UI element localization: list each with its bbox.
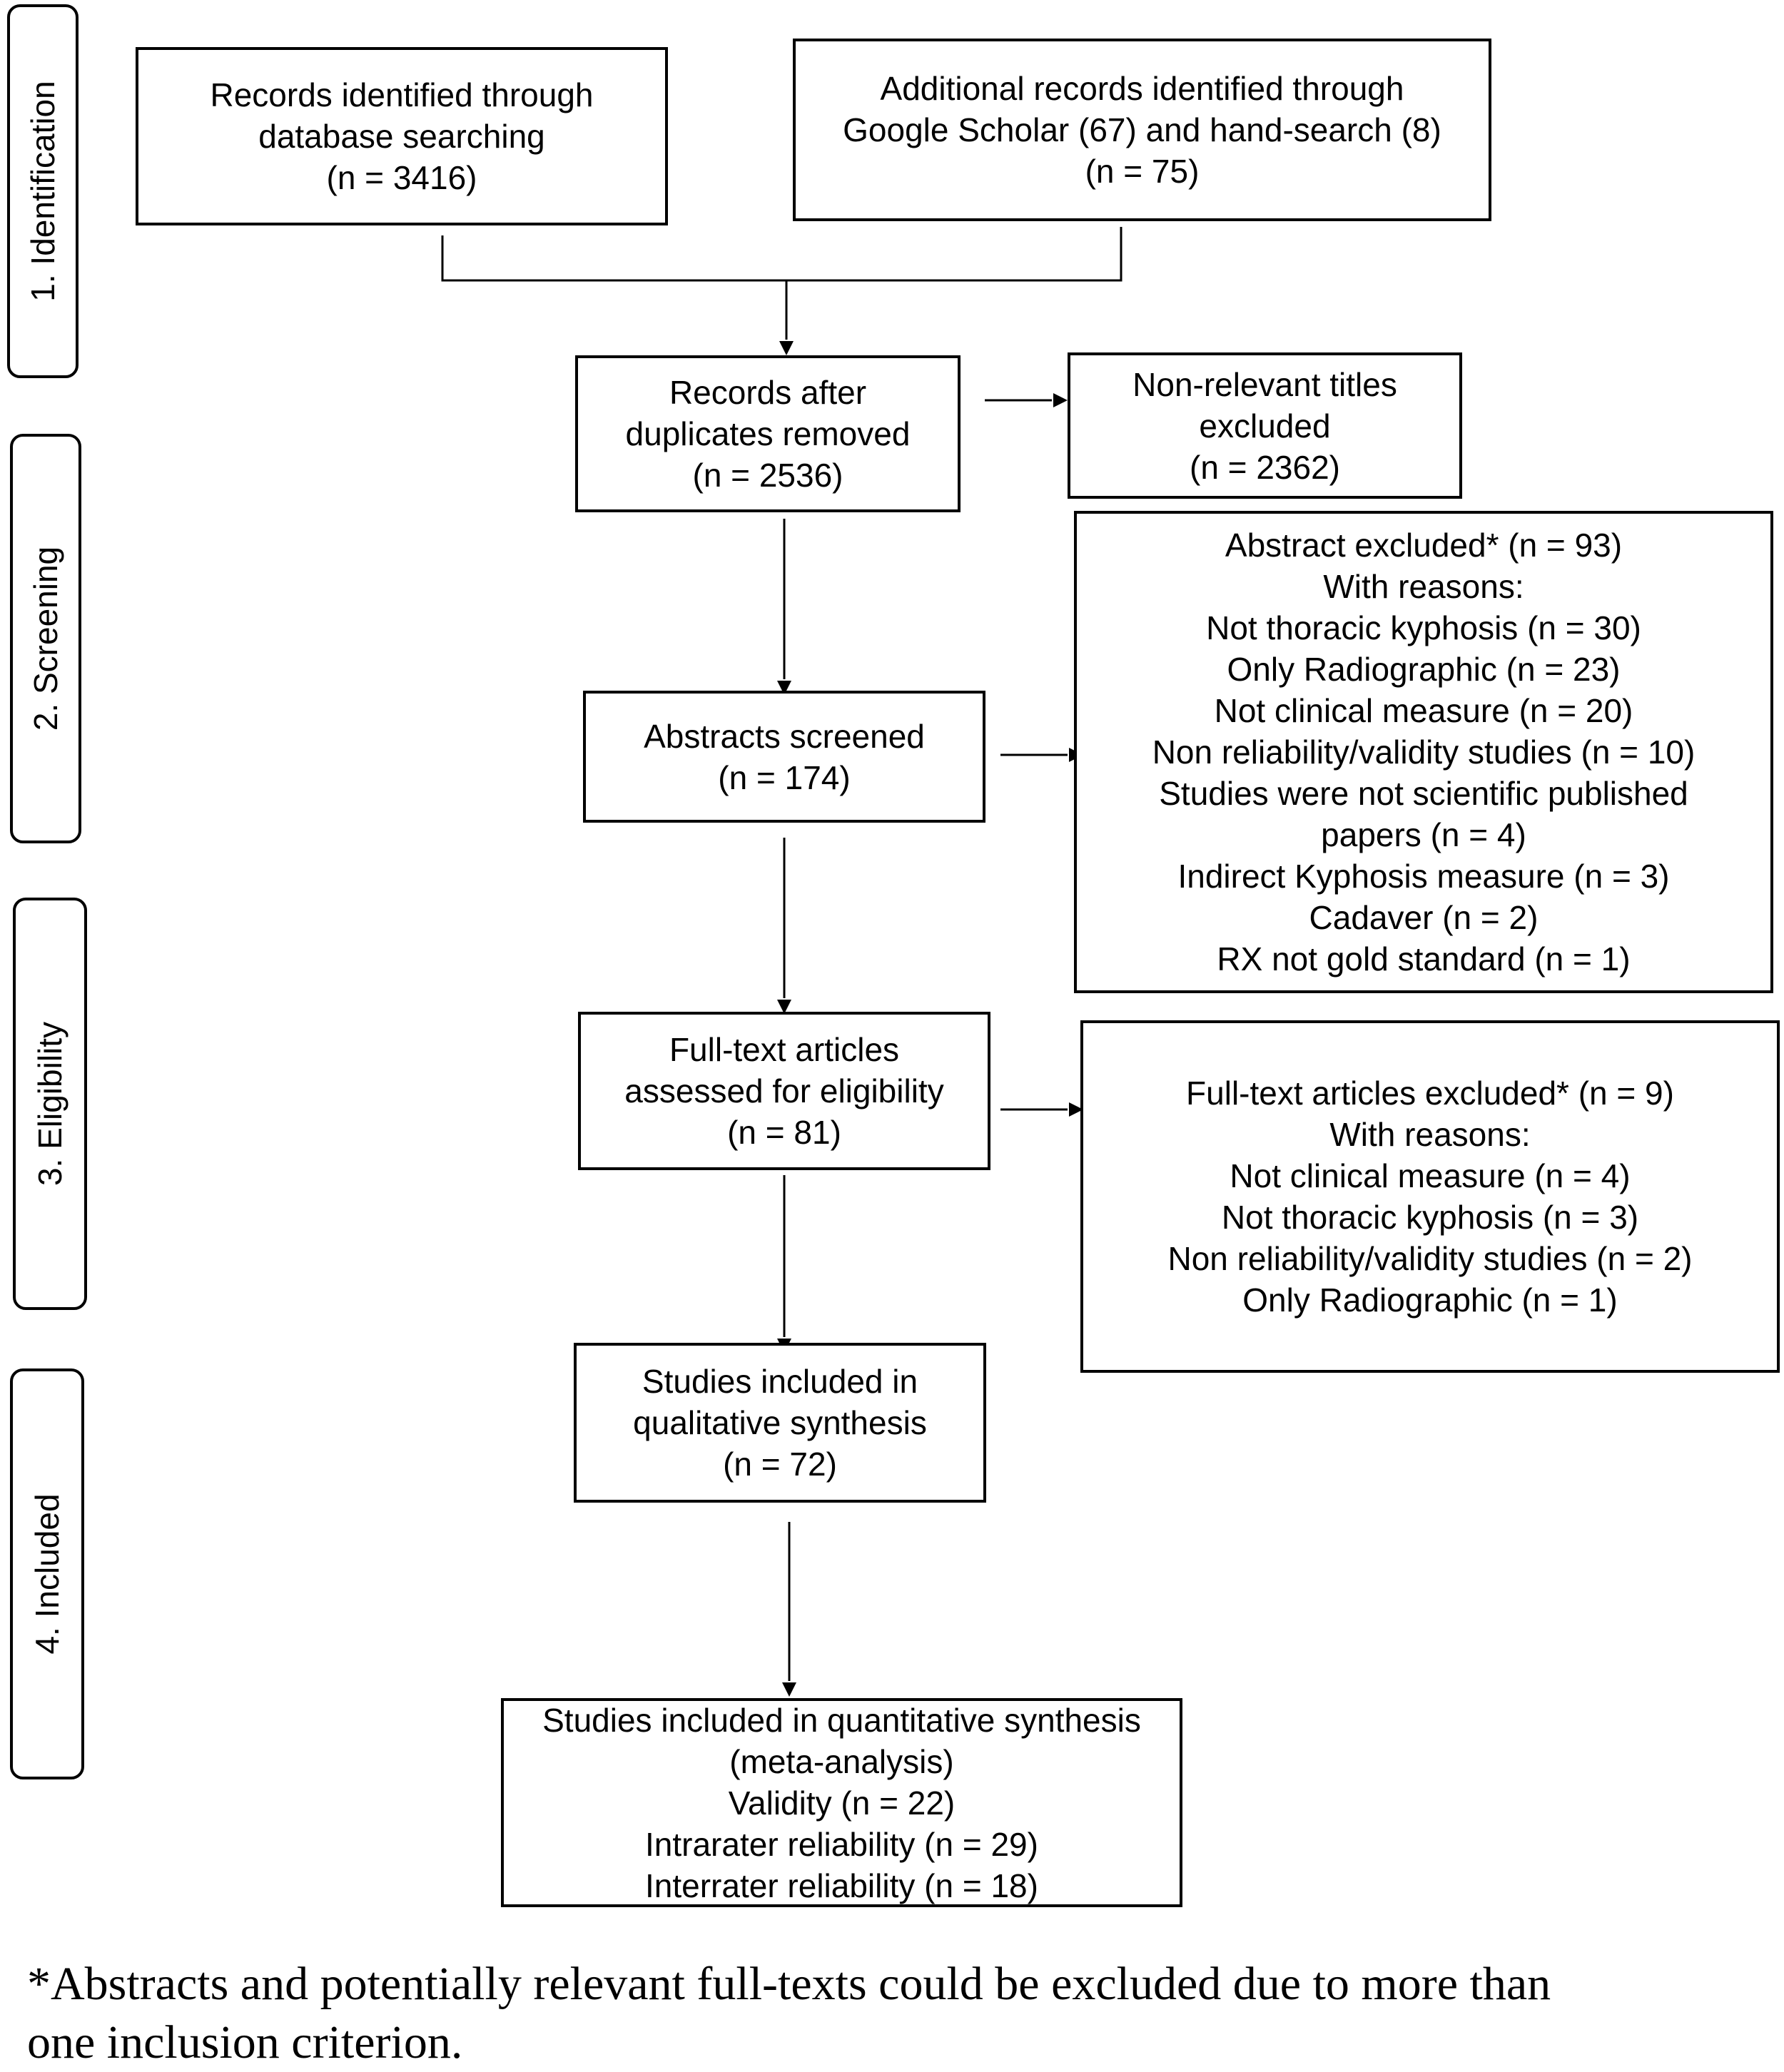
box-line: Not clinical measure (n = 20) — [1214, 692, 1633, 729]
footnote-line: one inclusion criterion. — [27, 2016, 463, 2068]
box-line: Studies included in — [642, 1363, 918, 1400]
box-line: Full-text articles excluded* (n = 9) — [1186, 1075, 1674, 1112]
stage-tab-included: 4. Included — [10, 1368, 84, 1779]
box-line: Studies included in quantitative synthes… — [542, 1701, 1141, 1739]
box-line: (n = 3416) — [326, 159, 477, 196]
box-line: database searching — [258, 118, 545, 155]
box-additional-records: Additional records identified through Go… — [793, 39, 1491, 221]
box-fulltext-assessed: Full-text articles assessed for eligibil… — [578, 1012, 990, 1170]
box-line: Not clinical measure (n = 4) — [1230, 1157, 1631, 1194]
box-line: papers (n = 4) — [1321, 816, 1526, 853]
box-quantitative-synthesis: Studies included in quantitative synthes… — [501, 1698, 1182, 1907]
box-abstracts-excluded: Abstract excluded* (n = 93) With reasons… — [1074, 511, 1773, 993]
footnote-line: *Abstracts and potentially relevant full… — [27, 1958, 1551, 2010]
box-line: Only Radiographic (n = 23) — [1227, 651, 1621, 688]
box-line: Abstract excluded* (n = 93) — [1225, 527, 1623, 564]
box-line: Validity (n = 22) — [728, 1784, 956, 1822]
box-line: Interrater reliability (n = 18) — [645, 1867, 1038, 1904]
box-line: Intrarater reliability (n = 29) — [645, 1825, 1038, 1863]
box-line: qualitative synthesis — [633, 1404, 927, 1441]
box-titles-excluded: Non-relevant titles excluded (n = 2362) — [1068, 352, 1462, 499]
box-line: Full-text articles — [669, 1031, 900, 1068]
box-line: duplicates removed — [625, 415, 911, 452]
box-line: Not thoracic kyphosis (n = 30) — [1206, 609, 1641, 646]
box-abstracts-screened: Abstracts screened (n = 174) — [583, 691, 985, 823]
footnote: *Abstracts and potentially relevant full… — [27, 1955, 1761, 2072]
box-line: Records after — [669, 374, 867, 411]
stage-label-eligibility: 3. Eligibility — [31, 1021, 69, 1187]
box-line: Cadaver (n = 2) — [1309, 899, 1539, 936]
stage-label-screening: 2. Screening — [27, 546, 64, 731]
box-line: (n = 2362) — [1190, 448, 1340, 486]
stage-label-identification: 1. Identification — [24, 81, 61, 302]
box-line: Only Radiographic (n = 1) — [1242, 1281, 1618, 1319]
box-line: With reasons: — [1329, 1116, 1531, 1153]
stage-label-included: 4. Included — [29, 1493, 66, 1655]
box-line: excluded — [1199, 407, 1331, 445]
box-fulltext-excluded: Full-text articles excluded* (n = 9) Wit… — [1080, 1020, 1780, 1373]
box-line: (n = 2536) — [692, 457, 843, 494]
box-after-duplicates: Records after duplicates removed (n = 25… — [575, 355, 961, 512]
box-line: Indirect Kyphosis measure (n = 3) — [1177, 858, 1670, 895]
stage-tab-screening: 2. Screening — [10, 434, 81, 843]
box-line: assessed for eligibility — [624, 1072, 944, 1109]
box-database-search: Records identified through database sear… — [136, 47, 668, 225]
box-line: Records identified through — [210, 76, 594, 113]
box-line: (n = 72) — [723, 1446, 837, 1483]
box-line: Non reliability/validity studies (n = 10… — [1152, 733, 1696, 771]
box-line: Studies were not scientific published — [1159, 775, 1688, 812]
box-line: With reasons: — [1323, 568, 1524, 605]
box-line: (n = 81) — [727, 1114, 841, 1151]
merge-connector — [441, 227, 1122, 282]
box-qualitative-synthesis: Studies included in qualitative synthesi… — [574, 1343, 986, 1503]
box-line: Abstracts screened — [644, 717, 925, 755]
box-line: (meta-analysis) — [729, 1742, 954, 1780]
box-line: Google Scholar (67) and hand-search (8) — [843, 111, 1441, 148]
box-line: Additional records identified through — [880, 70, 1404, 107]
stage-tab-eligibility: 3. Eligibility — [13, 898, 87, 1310]
box-line: Non-relevant titles — [1132, 365, 1397, 403]
box-line: (n = 174) — [718, 758, 851, 796]
box-line: Non reliability/validity studies (n = 2) — [1167, 1240, 1693, 1277]
box-line: Not thoracic kyphosis (n = 3) — [1221, 1199, 1639, 1236]
stage-tab-identification: 1. Identification — [7, 4, 78, 378]
box-line: RX not gold standard (n = 1) — [1217, 940, 1631, 977]
box-line: (n = 75) — [1085, 153, 1200, 190]
